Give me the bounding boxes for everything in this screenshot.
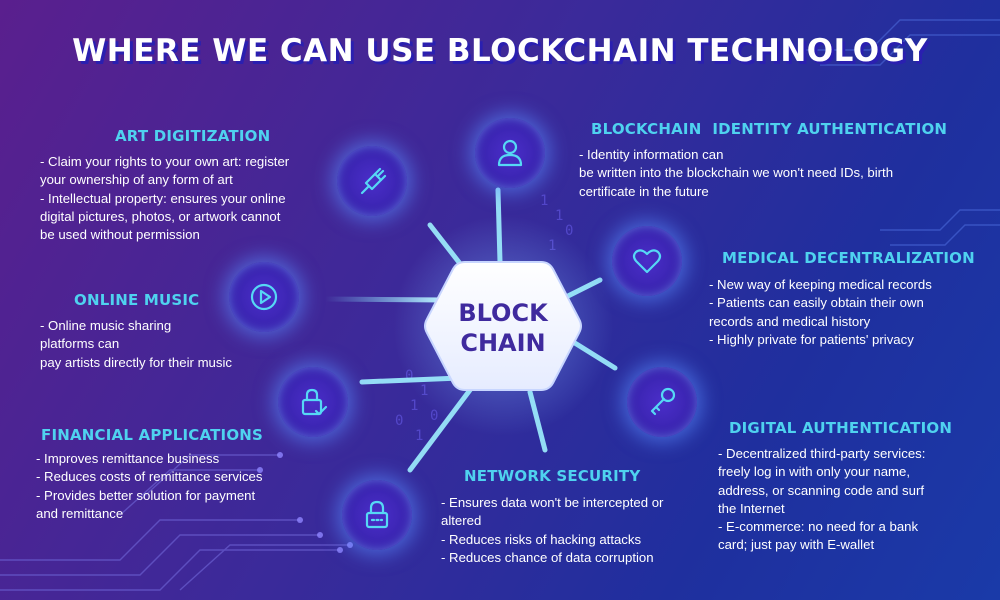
lock-check-icon (301, 388, 328, 416)
network-line: - Reduces risks of hacking attacks (441, 531, 642, 547)
medical-line: - Patients can easily obtain their own (709, 295, 924, 311)
art-section-title: ART DIGITIZATION (115, 127, 271, 145)
identity-line: - Identity information can (579, 147, 724, 162)
art-section-text: - Claim your rights to your own art: reg… (40, 153, 289, 244)
medical-section-title: MEDICAL DECENTRALIZATION (722, 249, 975, 267)
page-title: WHERE WE CAN USE BLOCKCHAIN TECHNOLOGY (72, 33, 928, 69)
identity-section-title: BLOCKCHAIN IDENTITY AUTHENTICATION (591, 120, 948, 138)
art-line: - Claim your rights to your own art: reg… (40, 154, 290, 169)
digital-line: the Internet (718, 500, 785, 516)
medical-icon-circle (612, 226, 682, 296)
music-section-title: ONLINE MUSIC (74, 291, 200, 309)
medical-section-text: - New way of keeping medical records - P… (709, 276, 932, 349)
music-line: platforms can (40, 336, 120, 352)
art-line: digital pictures, photos, or artwork can… (40, 208, 281, 224)
svg-text:0: 0 (430, 408, 438, 424)
digital-line: freely log in with only your name, (718, 464, 911, 480)
digital-section-text: - Decentralized third-party services: fr… (718, 445, 925, 555)
key-icon (650, 387, 676, 416)
play-icon (250, 283, 278, 311)
financial-icon-circle (278, 367, 348, 437)
art-icon-circle (337, 146, 407, 216)
medical-line: records and medical history (709, 313, 871, 329)
padlock-icon (365, 500, 389, 529)
art-line: - Intellectual property: ensures your on… (40, 190, 286, 206)
digital-section-title: DIGITAL AUTHENTICATION (729, 419, 953, 437)
svg-text:0: 0 (565, 223, 573, 239)
music-section-text: - Online music sharing platforms can pay… (40, 317, 232, 372)
svg-text:1: 1 (540, 193, 548, 209)
center-label: BLOCK CHAIN (423, 298, 583, 358)
svg-text:1: 1 (415, 428, 423, 444)
identity-icon-circle (475, 118, 545, 188)
financial-line: - Improves remittance business (36, 451, 220, 466)
center-label-line1: BLOCK (458, 299, 548, 327)
music-icon-circle (229, 262, 299, 332)
svg-text:1: 1 (410, 398, 418, 414)
digital-line: address, or scanning code and surf (718, 482, 924, 498)
digital-line: - E-commerce: no need for a bank (718, 519, 919, 535)
financial-section-title: FINANCIAL APPLICATIONS (41, 426, 264, 444)
paintbrush-icon (360, 167, 387, 195)
financial-line: - Provides better solution for payment (36, 487, 256, 503)
user-icon (497, 139, 523, 167)
network-section-title: NETWORK SECURITY (464, 467, 641, 485)
financial-line: and remittance (36, 505, 124, 521)
svg-text:1: 1 (555, 208, 563, 224)
music-line: pay artists directly for their music (40, 354, 233, 370)
identity-section-text: - Identity information can be written in… (579, 146, 893, 201)
center-label-line2: CHAIN (460, 329, 546, 357)
digital-icon-circle (627, 367, 697, 437)
financial-section-text: - Improves remittance business - Reduces… (36, 450, 262, 523)
center-hexagon (424, 261, 582, 391)
digital-line: - Decentralized third-party services: (718, 446, 926, 461)
music-line: - Online music sharing (40, 318, 172, 333)
network-line: - Ensures data won't be intercepted or (441, 495, 664, 510)
medical-line: - New way of keeping medical records (709, 277, 932, 292)
art-line: be used without permission (40, 227, 200, 243)
financial-line: - Reduces costs of remittance services (36, 469, 263, 485)
digital-line: card; just pay with E-wallet (718, 537, 875, 553)
art-line: your ownership of any form of art (40, 172, 233, 188)
identity-line: be written into the blockchain we won't … (579, 165, 894, 181)
heart-icon (632, 249, 662, 274)
identity-line: certificate in the future (579, 183, 709, 199)
network-line: altered (441, 513, 482, 529)
svg-text:0: 0 (395, 413, 403, 429)
medical-line: - Highly private for patients' privacy (709, 331, 914, 347)
network-section-text: - Ensures data won't be intercepted or a… (441, 494, 663, 567)
network-icon-circle (342, 480, 412, 550)
network-line: - Reduces chance of data corruption (441, 549, 654, 565)
